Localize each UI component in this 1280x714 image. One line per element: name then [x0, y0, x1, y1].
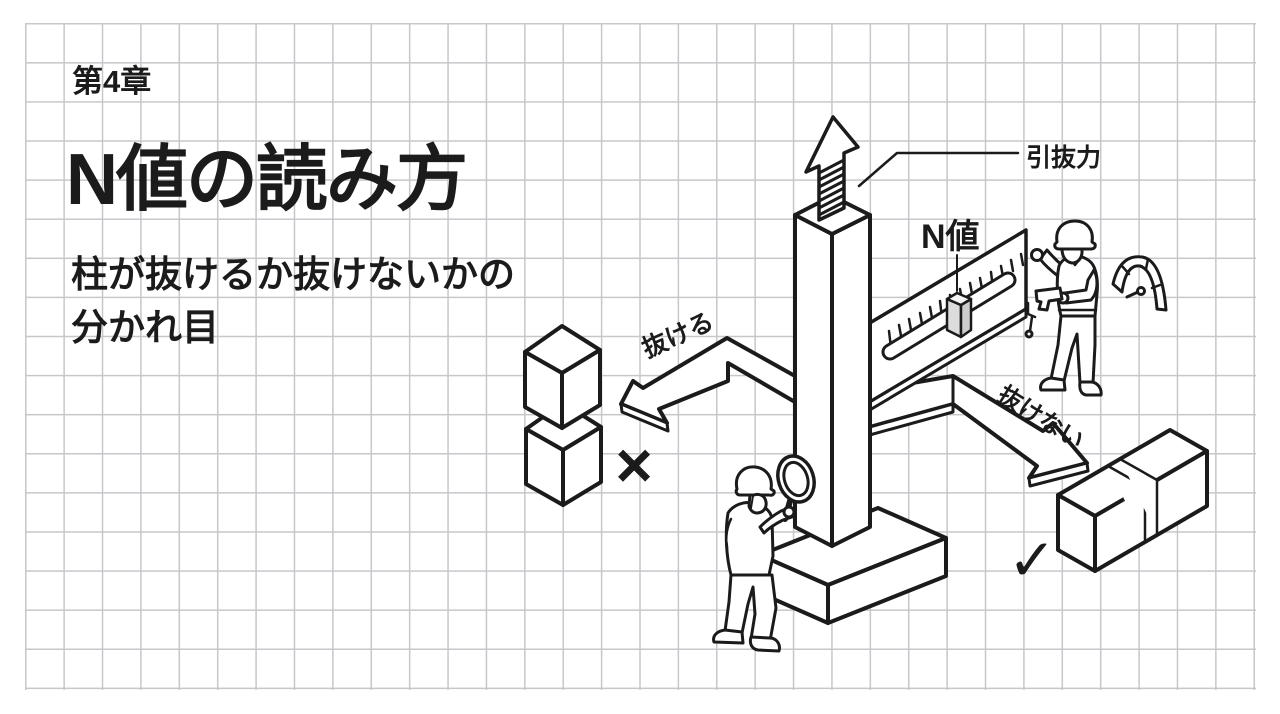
hard-hat-icon	[734, 465, 776, 497]
worker-with-ruler	[1024, 219, 1103, 397]
subtitle-line-1: 柱が抜けるか抜けないかの	[71, 254, 515, 295]
up-arrow-stripes	[817, 158, 846, 217]
cube-stack	[523, 324, 603, 507]
pull-force-label: 引抜力	[1026, 144, 1101, 172]
foundation-base	[758, 506, 948, 625]
packed-box	[1056, 428, 1209, 573]
left-arrow-thickness	[619, 402, 670, 433]
worker-legs	[1049, 314, 1097, 385]
not-pull-out-route: ✓	[864, 374, 1209, 593]
worker-torso	[724, 501, 775, 577]
pull-force-callout: 引抜力	[804, 115, 1101, 222]
measuring-tool-icon	[1034, 286, 1064, 312]
n-value-callout: N値	[921, 218, 980, 292]
pull-out-route: ×	[523, 324, 797, 507]
crossmark-icon: ×	[615, 429, 652, 501]
gauge-icon	[1111, 255, 1168, 312]
graph-paper-grid	[25, 23, 1256, 690]
page-title: N値の読み方	[66, 140, 468, 220]
slider-block	[945, 291, 973, 339]
worker-with-magnifier	[712, 465, 796, 653]
right-arrow-head-thickness	[1027, 461, 1090, 488]
ruler-scale	[856, 228, 1028, 419]
pillar	[793, 194, 872, 548]
n-value-label: N値	[921, 218, 980, 256]
worker-legs	[723, 573, 778, 643]
chapter-label: 第4章	[72, 64, 152, 99]
hard-hat-icon	[1053, 219, 1097, 251]
callout-line	[857, 151, 1020, 188]
subtitle: 柱が抜けるか抜けないかの 分かれ目	[71, 248, 515, 354]
subtitle-line-2: 分かれ目	[71, 307, 219, 348]
checkmark-icon: ✓	[1008, 528, 1057, 593]
